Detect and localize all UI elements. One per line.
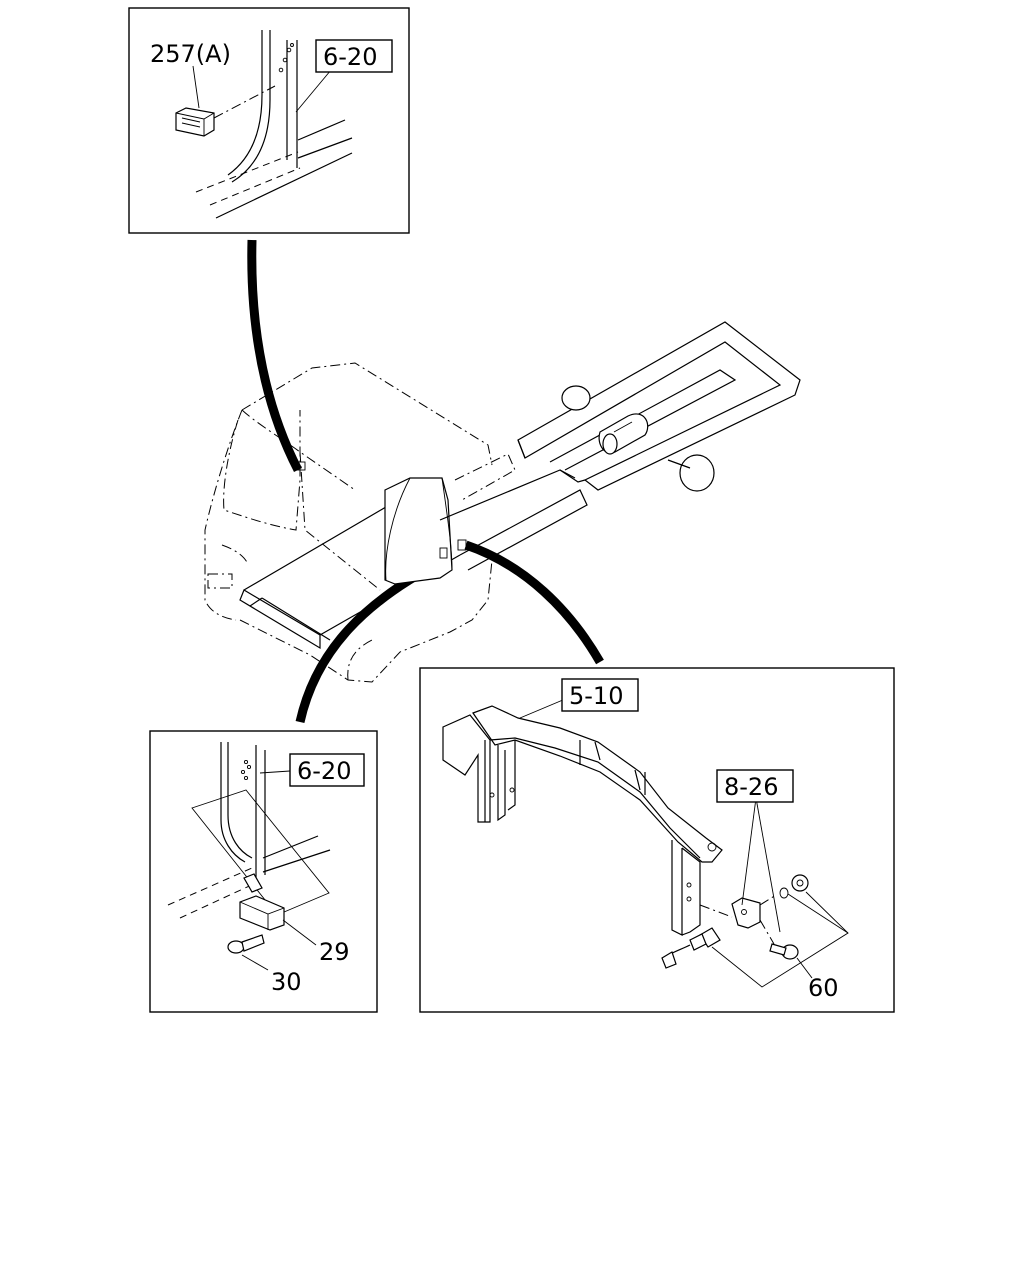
bottom-right-inset: 5-10 8-26 60	[419, 667, 895, 1013]
ref-label-5-10: 5-10	[569, 682, 623, 710]
truck-chassis-illustration	[204, 321, 801, 683]
sensor-part-60-icon	[661, 927, 721, 969]
nut-icon	[791, 874, 809, 892]
bracket-icon	[731, 897, 761, 929]
bottom-left-inset: 6-20 29 30	[149, 730, 378, 1013]
ref-label-8-26: 8-26	[724, 773, 778, 801]
ref-label-6-20-top: 6-20	[323, 43, 377, 71]
part-label-29: 29	[319, 938, 350, 966]
leader-curve-top	[247, 239, 303, 473]
part-label-60: 60	[808, 974, 839, 1002]
part-30-bolt-icon	[227, 934, 265, 954]
frame-member-illustration	[442, 705, 723, 936]
part-29-clip-icon	[239, 873, 285, 931]
bolt-icon	[769, 943, 799, 960]
ref-label-6-20-bottom: 6-20	[297, 757, 351, 785]
part-label-30: 30	[271, 968, 302, 996]
part-257a-clip-icon	[175, 107, 215, 137]
part-label-257a: 257(A)	[150, 40, 231, 68]
top-inset: 257(A) 6-20	[128, 7, 410, 234]
leader-curve-bottom-right	[464, 540, 604, 665]
